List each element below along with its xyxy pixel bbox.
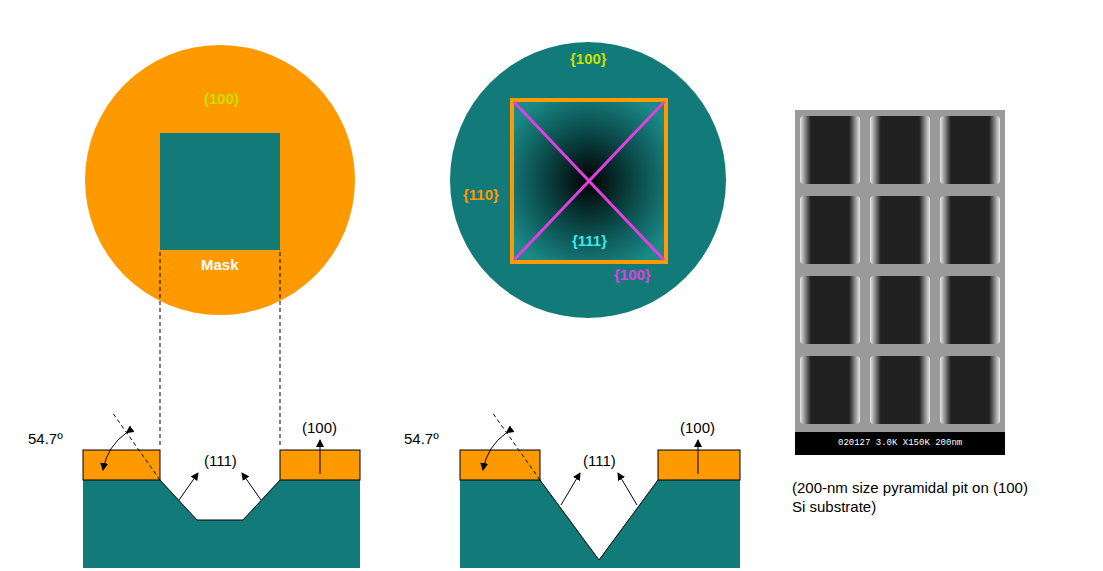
- mask-block: [460, 450, 540, 480]
- pit-edge: [514, 102, 664, 260]
- projection-line: [160, 252, 161, 448]
- plane-label: (111): [204, 452, 237, 469]
- sem-pit: [800, 276, 860, 344]
- angle-label: 54.7º: [28, 430, 63, 447]
- v-pit: [540, 480, 658, 560]
- projection-line: [280, 252, 281, 448]
- sem-pit: [940, 116, 1000, 184]
- mask-label: Mask: [201, 256, 239, 273]
- sem-pit: [940, 196, 1000, 264]
- trapezoid-pit: [160, 480, 280, 520]
- normal-arrow: [179, 473, 198, 500]
- etched-wafer: [450, 42, 726, 318]
- pit-outline: [540, 480, 658, 560]
- normal-arrow: [242, 473, 261, 500]
- sem-image: [795, 110, 1005, 455]
- mask-block: [658, 450, 740, 480]
- angle-line: [112, 412, 160, 480]
- sem-pit: [800, 196, 860, 264]
- plane-label: (100): [680, 419, 715, 436]
- sem-databar-text: 020127 3.0K X150K 200nm: [838, 437, 962, 449]
- sem-pit: [940, 356, 1000, 424]
- plane-label: {100}: [570, 50, 607, 67]
- sem-databar: [795, 432, 1005, 455]
- angle-arc: [103, 433, 127, 470]
- sem-pit: [870, 116, 930, 184]
- mask-opening: [160, 133, 280, 250]
- sem-background: [795, 110, 1005, 455]
- plane-label: (100): [302, 419, 337, 436]
- pit-edge: [514, 102, 664, 260]
- sem-pit: [940, 276, 1000, 344]
- sem-pit: [870, 356, 930, 424]
- mask-block: [83, 450, 160, 480]
- angle-label: 54.7º: [404, 430, 439, 447]
- sem-pit: [870, 276, 930, 344]
- plane-label: {100}: [614, 266, 651, 283]
- substrate: [460, 480, 740, 568]
- plane-label: {111}: [572, 232, 607, 249]
- normal-arrow: [618, 473, 637, 505]
- normal-arrow: [320, 440, 321, 474]
- normal-arrow: [698, 440, 699, 474]
- substrate: [83, 480, 360, 568]
- plane-label: {110}: [463, 186, 499, 203]
- angle-line: [492, 412, 540, 480]
- sem-pit: [800, 356, 860, 424]
- mask-wafer: [85, 45, 355, 315]
- normal-arrow: [561, 473, 580, 505]
- caption: (200-nm size pyramidal pit on (100) Si s…: [792, 478, 1032, 516]
- sem-pit: [800, 116, 860, 184]
- pit-outline: [160, 480, 280, 520]
- plane-label: (100): [204, 90, 239, 107]
- angle-arc: [483, 433, 507, 470]
- pyramidal-pit: [512, 100, 666, 262]
- plane-label: (111): [583, 452, 616, 469]
- sem-pit: [870, 196, 930, 264]
